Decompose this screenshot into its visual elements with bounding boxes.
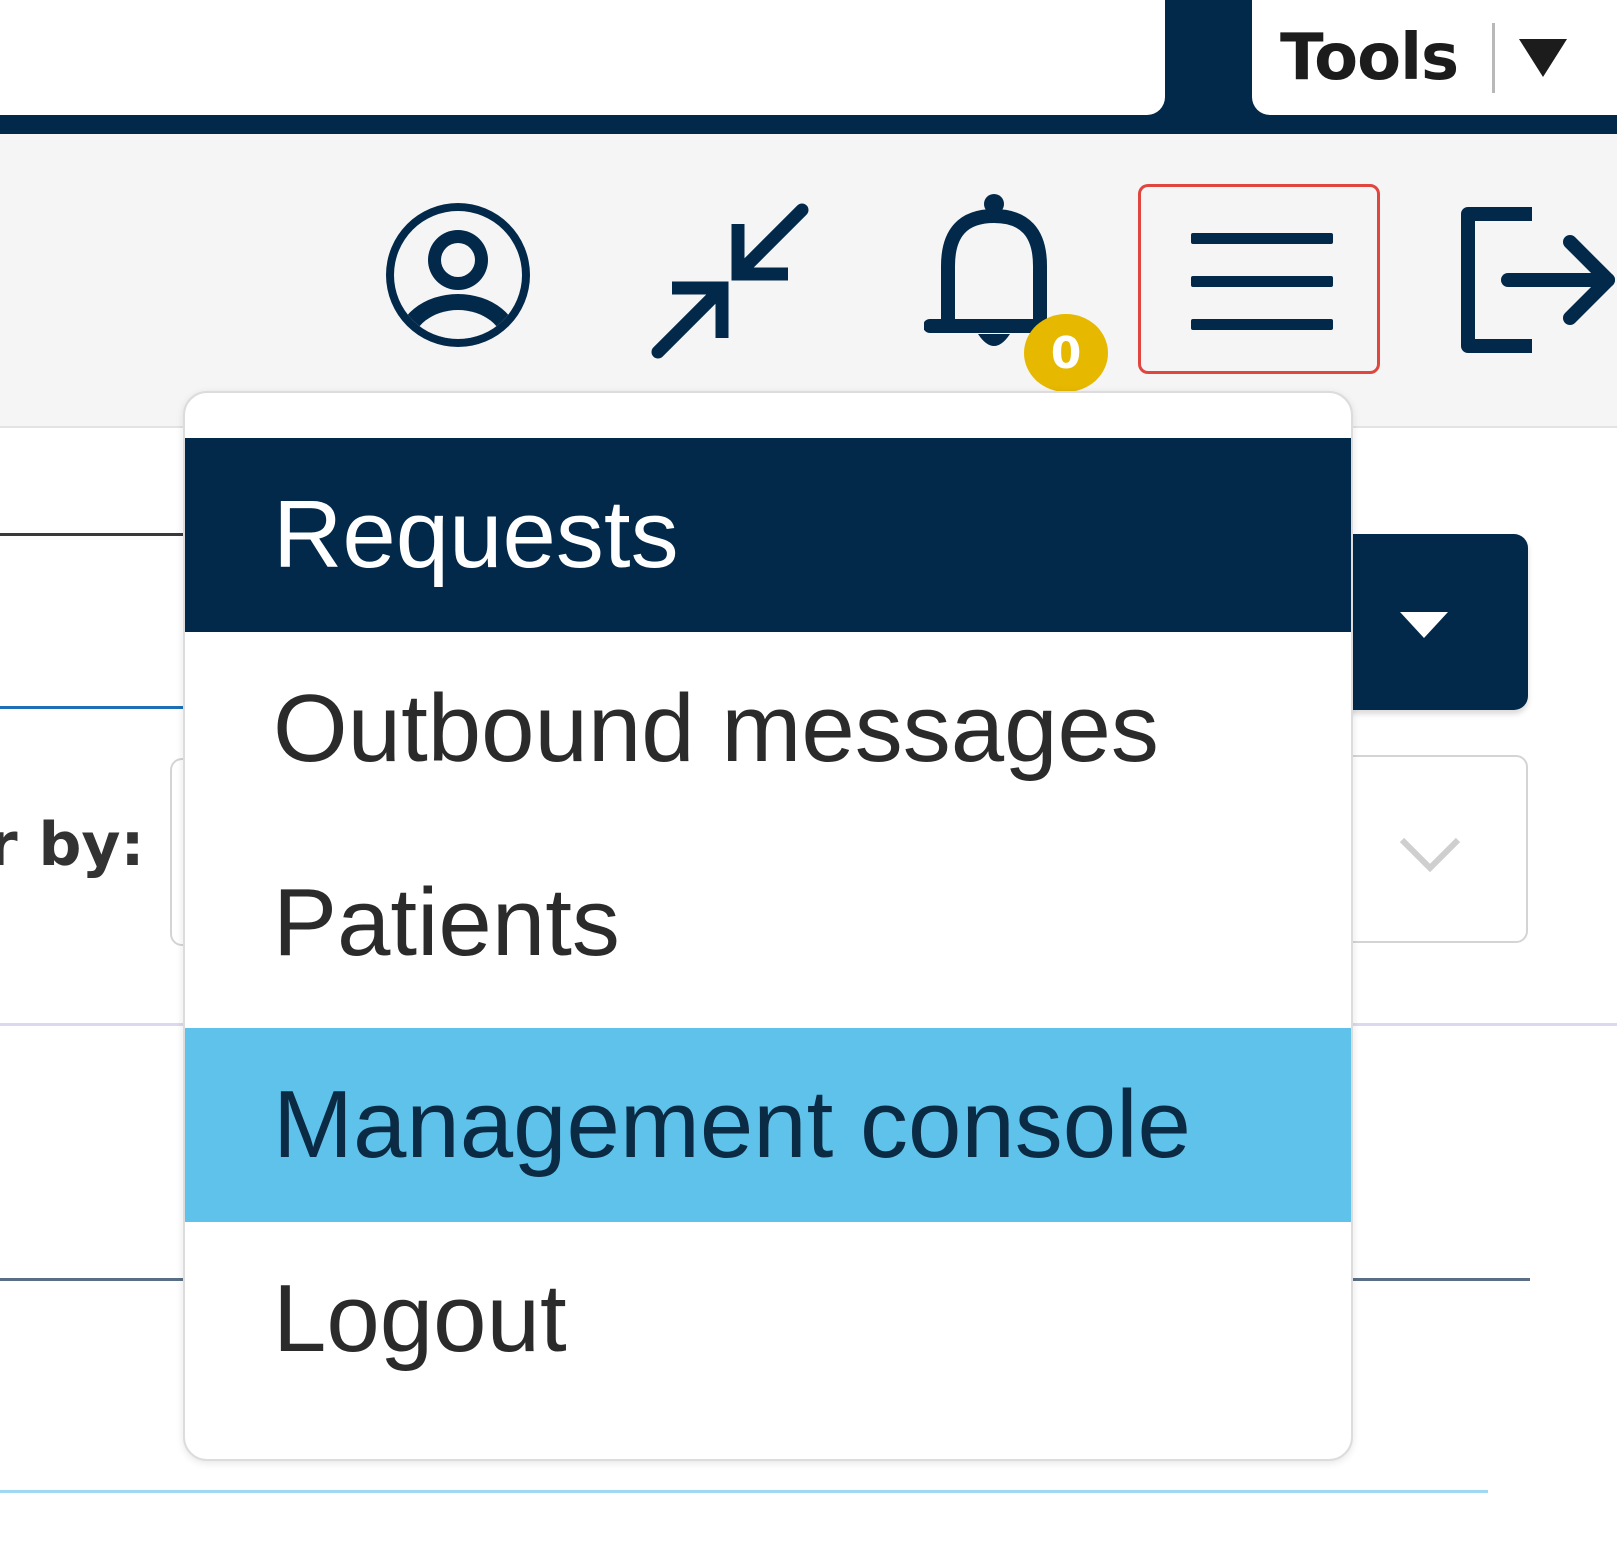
chevron-down-icon [1398,834,1462,874]
menu-item-management-console[interactable]: Management console [185,1028,1351,1222]
caret-down-icon [1519,38,1568,77]
menu-item-label: Requests [273,481,679,588]
menu-item-patients[interactable]: Patients [185,826,1351,1020]
menu-item-label: Management console [273,1071,1191,1178]
tools-separator [1492,22,1496,93]
menu-item-label: Logout [273,1265,567,1372]
menu-item-requests[interactable]: Requests [185,438,1351,632]
menu-item-logout[interactable]: Logout [185,1222,1351,1416]
logout-icon[interactable] [1458,206,1617,356]
content-divider [0,533,200,536]
navigation-dropdown-menu: Requests Outbound messages Patients Mana… [183,391,1353,1461]
tools-dropdown-button[interactable]: Tools [1252,0,1617,115]
top-header: Tools [0,0,1617,134]
notification-count-badge: 0 [1024,314,1108,392]
hamburger-menu-icon-bar-bottom [1191,319,1333,330]
search-input[interactable] [0,0,1165,115]
hamburger-menu-icon-bar-middle [1191,276,1333,287]
row-divider [0,1490,1488,1493]
hamburger-menu-icon [1191,233,1333,244]
input-underline [0,706,200,709]
hamburger-menu-button[interactable] [1138,184,1380,374]
collapse-icon[interactable] [650,202,810,362]
tools-label: Tools [1280,20,1459,95]
menu-item-label: Outbound messages [273,675,1159,782]
menu-item-label: Patients [273,869,620,976]
filter-by-label: r by: [0,810,145,880]
caret-down-icon [1396,608,1452,642]
icon-toolbar [0,134,1617,428]
menu-item-outbound-messages[interactable]: Outbound messages [185,632,1351,826]
user-account-icon[interactable] [378,196,538,354]
